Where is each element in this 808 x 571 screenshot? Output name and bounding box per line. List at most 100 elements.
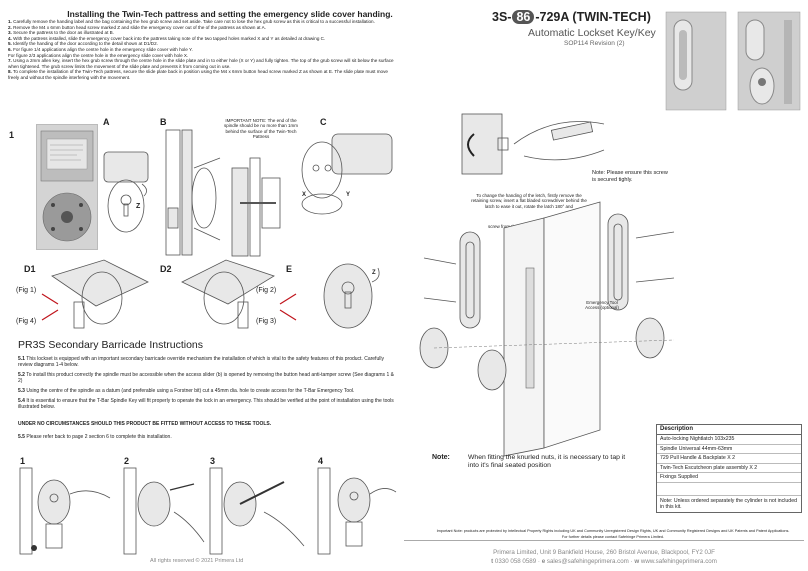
note-label: Note: [432,454,450,461]
step-item: 6. For figure 1/4 applications align the… [8,47,400,53]
fig-arrows-right [279,293,297,321]
diagram-b [165,129,221,256]
step-text: Using a 2mm allen key, insert the hex gr… [8,58,394,69]
phone[interactable]: 0330 058 0589 [494,558,537,565]
fig-1-text: (Fig 1) [16,287,37,294]
model-title: 3S-86-729A (TWIN-TECH) [492,10,651,24]
step-text: For figure 2/3 applications align the ce… [8,52,189,58]
screw-z-label: Z [372,270,376,276]
diagram-d1-label: D1 [24,264,36,274]
pr3s-item-number: 5.2 [18,372,25,378]
step-item: 1. Carefully remove the handing label an… [8,19,400,25]
description-row: Fixings Supplied [657,473,801,483]
left-footer: All rights reserved © 2021 Primera Ltd [150,558,244,564]
fig-arrows-left [41,293,59,321]
barricade-diagram-3-num: 3 [210,456,216,466]
pr3s-item-text: It is essential to ensure that the T-Bar… [18,398,394,410]
pr3s-item: 5.1 This lockset is equipped with an imp… [18,356,396,368]
pattress-photo [36,124,98,250]
description-table: Description Auto-locking Nightlatch 103x… [656,424,802,513]
step-number: 8. [8,69,12,75]
address: Primera Limited, Unit 9 Bankfield House,… [493,549,715,556]
description-note: Note: Unless ordered separately the cyli… [660,497,797,510]
step-number: 1. [8,19,12,24]
product-photos [665,11,801,111]
step-item: 7. Using a 2mm allen key, insert the hex… [8,58,400,69]
svg-text:Z: Z [136,203,141,210]
pr3s-item: 5.3 Using the centre of the spindle as a… [18,388,396,394]
email-link[interactable]: sales@safehingeprimera.com [546,558,629,565]
diagram-e [323,263,380,329]
latch-inset [461,113,605,175]
description-row: 729 Pull Handle & Backplate X 2 [657,454,801,464]
step-number: 2. [8,24,12,30]
barricade-diagrams [19,467,397,555]
web-prefix: w [634,558,640,565]
step-text: Remove the M4 x 6mm button head screw ma… [13,24,266,30]
diagram-d2 [181,259,275,329]
step-item: 3. Secure the pattress to the door as il… [8,30,400,36]
diagram-c [301,133,393,215]
model-badge: 86 [512,10,535,24]
description-row: Spindle Universal 44mm-63mm [657,445,801,454]
diagram-b-label: B [160,117,167,127]
latch-note: To change the handing of the letch, firs… [471,193,587,209]
model-suffix: -729A (TWIN-TECH) [535,10,651,24]
important-note: IMPORTANT NOTE: The end of the spindle s… [223,118,299,140]
description-spacer [657,483,801,496]
diagram-d2-label: D2 [160,264,172,274]
barricade-diagram-2-num: 2 [124,456,130,466]
web-link[interactable]: www.safehingeprimera.com [640,558,717,565]
screw-note: Note: Please ensure this screw is secure… [592,170,668,183]
step-text: Carefully remove the handing label and t… [13,19,375,24]
pr3s-item-5-5: 5.5 Please refer back to page 2 section … [18,434,396,440]
contact-line: t 0330 058 0589 · e sales@safehingeprime… [491,558,717,565]
barricade-diagram-3 [209,467,305,555]
model-prefix: 3S- [492,10,512,24]
step-number: 3. [8,30,12,36]
step-text: Identify the handing of the door accordi… [13,41,158,47]
revision: SOP114 Revision (2) [564,40,625,47]
barricade-diagram-2 [123,467,205,555]
pattress-photo-graphic [40,130,94,242]
phone-prefix: t [491,558,494,565]
diagram-c-label: C [320,117,327,127]
spindle-diagram [231,157,281,257]
barricade-diagram-4-num: 4 [318,456,324,466]
fig-4-text: (Fig 4) [16,318,37,325]
pr3s-item-text: To install this product correctly the sp… [18,372,394,384]
pr3s-item-5-5-text: Please refer back to page 2 section 6 to… [26,434,172,440]
diagram-a: Z [103,151,149,233]
step-number: 4. [8,35,12,41]
pr3s-items: 5.1 This lockset is equipped with an imp… [18,356,396,414]
knurled-note: When fitting the knurled nuts, it is nec… [468,454,626,470]
installation-steps: 1. Carefully remove the handing label an… [8,19,400,81]
step-number: 6. [8,46,12,52]
step-item: 2. Remove the M4 x 6mm button head screw… [8,25,400,31]
step-number: 7. [8,58,12,64]
email-prefix: e [541,558,546,565]
description-title: Description [657,425,801,435]
description-row: Auto-locking Nightlatch 103x235 [657,435,801,445]
step-item: 5. Identify the handing of the door acco… [8,41,400,47]
pr3s-item-text: This lockset is equipped with an importa… [18,356,384,368]
barricade-diagram-4 [317,467,397,555]
step-item: 8. To complete the installation of the T… [8,69,400,80]
subtitle: Automatic Lockset Key/Key [528,27,656,39]
barricade-diagram-1 [19,467,111,555]
step-text: Secure the pattress to the door as illus… [13,30,114,36]
diagram-a-label: A [103,117,110,127]
pr3s-item-number: 5.3 [18,388,25,394]
fig-3-text: (Fig 3) [256,318,277,325]
step-text: For figure 1/4 applications align the ce… [13,46,193,52]
fig-1-label: 1 [9,130,15,140]
pr3s-item-number: 5.4 [18,398,25,404]
ip-note: Important Note: products are protected b… [436,529,790,533]
pr3s-warning: UNDER NO CIRCUMSTANCES SHOULD THIS PRODU… [18,421,272,427]
barricade-diagram-1-num: 1 [20,456,26,466]
step-number: 5. [8,41,12,47]
hole-y-label: Y [346,192,351,198]
emergency-tool-label: Emergency Tool Access (optional) [585,300,619,310]
description-row: Twin-Tech Escutcheon plate assembly X 2 [657,464,801,473]
pr3s-item-number: 5.1 [18,356,25,362]
